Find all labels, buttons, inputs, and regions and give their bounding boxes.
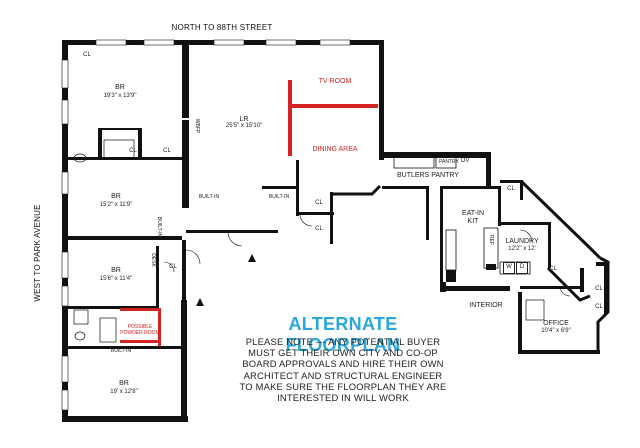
interior-walls xyxy=(68,44,551,349)
bath-fixtures xyxy=(73,139,545,343)
wbfp-label: WBFP xyxy=(194,118,200,134)
note-line: BOARD APPROVALS AND HIRE THEIR OWN xyxy=(242,358,444,370)
laundry-label: LAUNDRY xyxy=(505,238,539,245)
door-swings xyxy=(163,213,571,297)
powder-room-line1: POSSIBLE xyxy=(127,324,153,330)
butlers-pantry-label: BUTLERS PANTRY xyxy=(397,172,459,179)
built-in-br2: BUILT-IN xyxy=(156,216,162,238)
west-windows xyxy=(61,59,69,411)
desk-label: DESK xyxy=(150,253,156,267)
note-line: INTERESTED IN WILL WORK xyxy=(277,392,409,404)
dryer-label: D xyxy=(519,264,525,270)
alternate-floorplan-title: ALTERNATE FLOORPLAN xyxy=(285,314,401,355)
lr-dims: 25'5" x 15'10" xyxy=(225,123,263,129)
closet-office-2: CL xyxy=(595,304,603,310)
kitchen-fixtures xyxy=(393,155,531,275)
built-in-lr-2: BUILT-IN xyxy=(268,194,290,200)
br3-dims: 15'6" x 11'4" xyxy=(99,276,133,282)
office-dims: 10'4" x 6'9" xyxy=(541,328,571,334)
laundry-dims: 12'2" x 12' xyxy=(508,246,536,252)
tv-room-label: TV ROOM xyxy=(318,78,352,85)
office-label: OFFICE xyxy=(543,320,569,327)
closet-bath-2: CL xyxy=(163,148,171,154)
dryer xyxy=(516,262,528,274)
north-windows xyxy=(95,39,351,46)
north-label: NORTH TO 88TH STREET xyxy=(171,23,273,32)
closet-hall-1: CL xyxy=(315,200,323,206)
ref-label: REF xyxy=(488,235,494,245)
alternate-floorplan-note: PLEASE NOTE --- ANY POTENTIAL BUYER MUST… xyxy=(226,336,460,403)
washer-label: W xyxy=(506,264,512,270)
note-line: PLEASE NOTE --- ANY POTENTIAL BUYER xyxy=(245,336,441,347)
dining-area-label: DINING AREA xyxy=(312,146,358,153)
entry-arrows xyxy=(196,254,256,306)
west-label: WEST TO PARK AVENUE xyxy=(33,204,42,302)
note-line: TO MAKE SURE THE FLOORPLAN THEY ARE xyxy=(239,380,447,392)
red-alternate-walls xyxy=(120,80,378,346)
note-line: MUST GET THEIR OWN CITY AND CO-OP xyxy=(248,347,438,359)
interior-label: INTERIOR xyxy=(469,302,503,309)
lr-name: LR xyxy=(239,116,249,123)
closet-br1: CL xyxy=(83,52,91,58)
br4-dims: 19' x 12'8" xyxy=(110,389,138,395)
br1-dims: 19'3" x 13'9" xyxy=(103,93,137,99)
br2-name: BR xyxy=(111,193,121,200)
note-line: ARCHITECT AND STRUCTURAL ENGINEER xyxy=(243,369,443,381)
closet-kitchen: CL xyxy=(507,186,515,192)
kitchen-label-1: EAT-IN xyxy=(461,210,485,217)
br4-name: BR xyxy=(119,380,129,387)
closet-hall-2: CL xyxy=(315,226,323,232)
br1-name: BR xyxy=(115,84,125,91)
powder-room-line2: POWDER ROOM xyxy=(120,330,160,336)
built-in-lr-1: BUILT-IN xyxy=(198,194,220,200)
br2-dims: 15'2" x 11'9" xyxy=(99,202,133,208)
pantry-label: PANTRY xyxy=(439,159,459,165)
washer xyxy=(503,262,515,274)
closet-bath-1: CL xyxy=(129,148,137,154)
closet-office-1: CL xyxy=(595,286,603,292)
br3-name: BR xyxy=(111,267,121,274)
closet-laundry: CL xyxy=(549,266,557,272)
stove-blocks xyxy=(446,264,496,282)
ov-label: OV xyxy=(460,158,470,164)
built-in-br4: BUILT-IN xyxy=(110,348,132,354)
office-walls xyxy=(518,262,608,354)
closet-br3: CL xyxy=(169,264,177,270)
kitchen-label-2: KIT xyxy=(467,218,479,225)
